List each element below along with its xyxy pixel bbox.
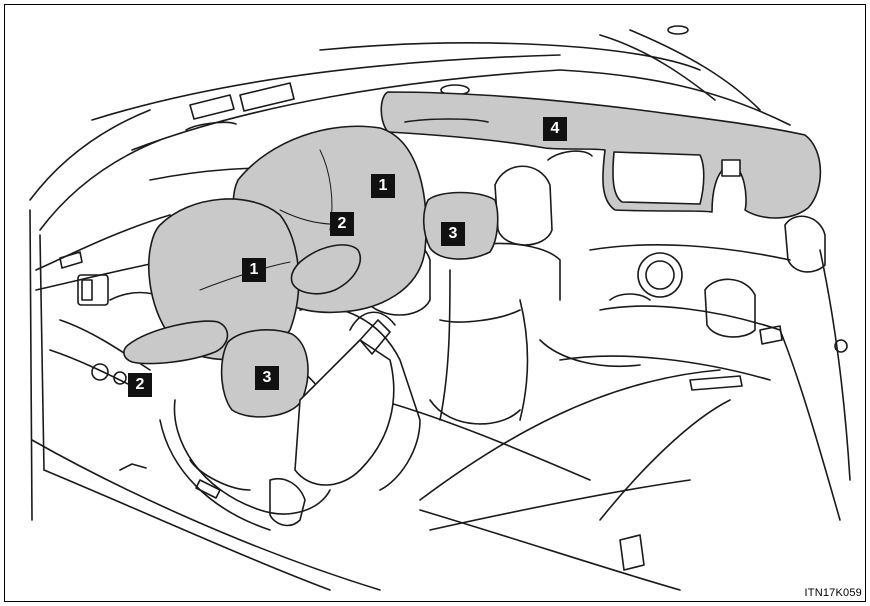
- figure-code: ITN17K059: [804, 587, 862, 599]
- callout-driver-knee-airbag: 2: [128, 373, 152, 397]
- callout-passenger-side-airbag: 3: [441, 222, 465, 246]
- callout-driver-side-airbag: 3: [255, 366, 279, 390]
- callout-curtain-airbag: 4: [543, 117, 567, 141]
- passenger-knee-airbag: [290, 244, 361, 295]
- callout-driver-front-airbag: 1: [242, 258, 266, 282]
- roof-lines: [91, 25, 791, 151]
- driver-knee-airbag: [123, 320, 229, 365]
- callout-passenger-front-airbag: 1: [371, 174, 395, 198]
- callout-passenger-knee-airbag: 2: [330, 212, 354, 236]
- rear-seat: [419, 215, 851, 571]
- floor-and-sill: [31, 399, 681, 591]
- figure-frame: [4, 4, 866, 602]
